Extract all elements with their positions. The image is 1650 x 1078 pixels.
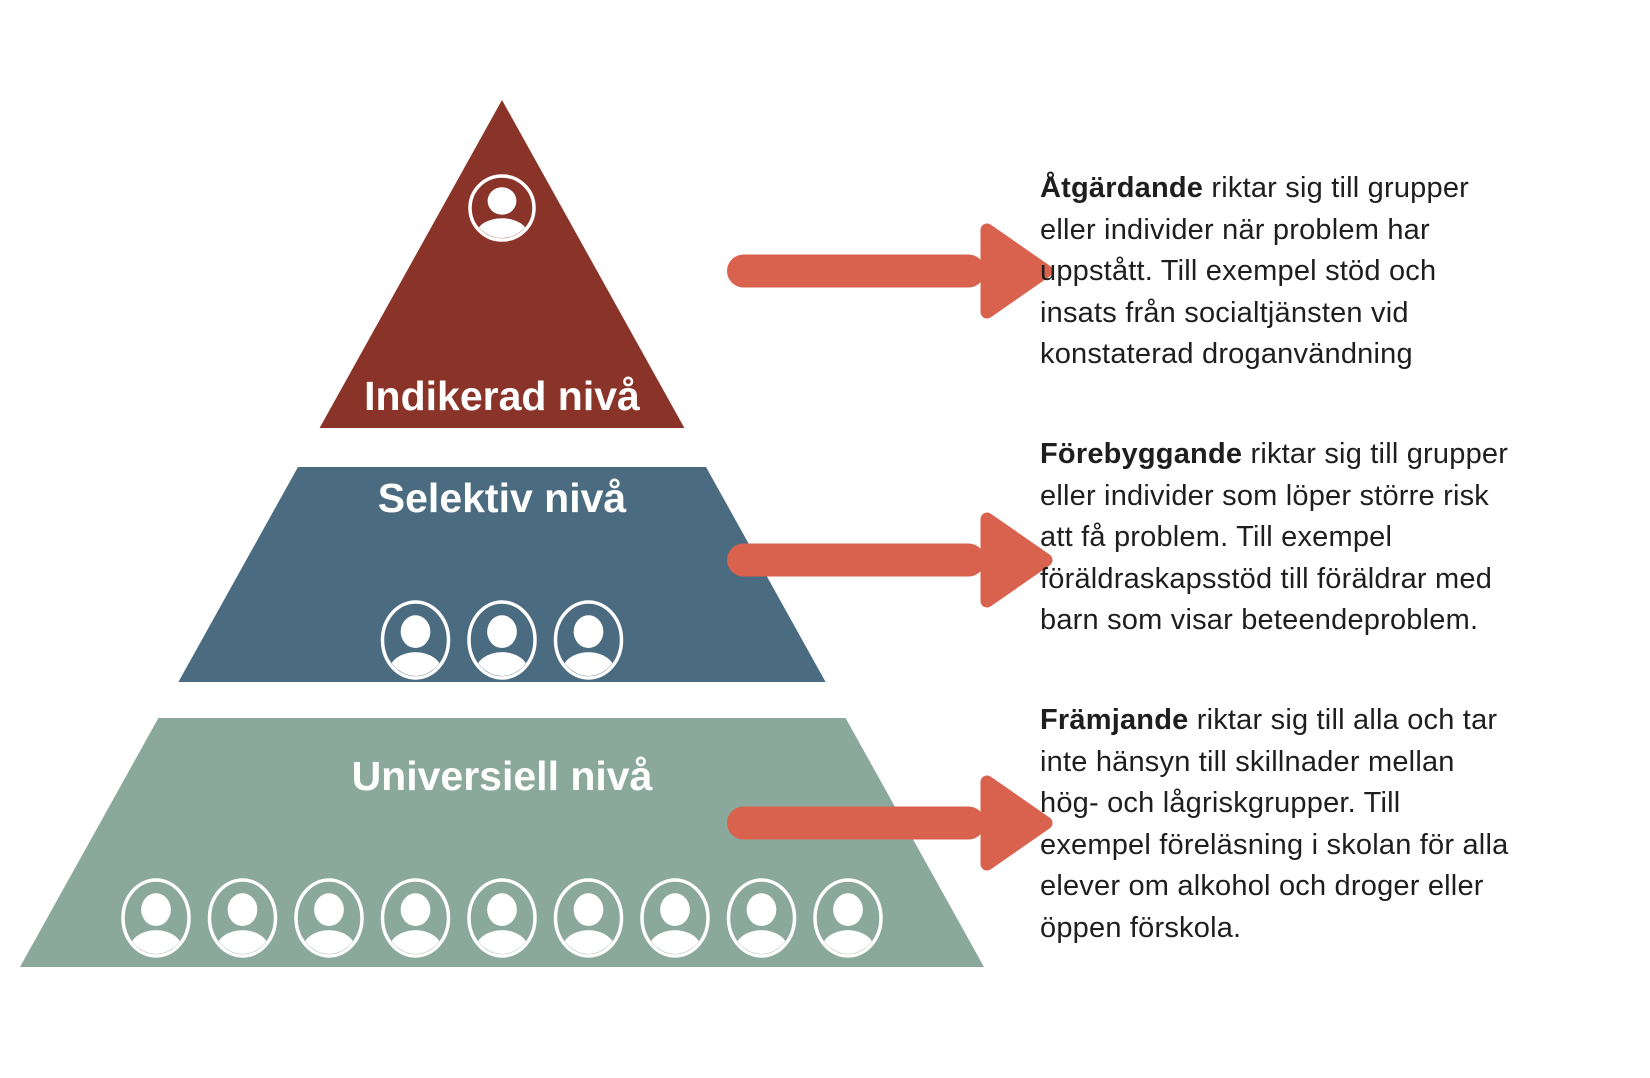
description-universell: Främjande riktar sig till alla och tar in… (1040, 700, 1570, 949)
description-line: inte hänsyn till skillnader mellan (1040, 745, 1455, 778)
description-line: att få problem. Till exempel (1040, 521, 1393, 553)
pyramid-level-selektiv (178, 467, 826, 682)
description-line: exempel föreläsning i skolan för alla (1040, 828, 1509, 861)
person-icon-row-indikerad (468, 174, 536, 242)
description-line: elever om alkohol och droger eller (1040, 870, 1484, 902)
level-label-selektiv: Selektiv nivå (378, 475, 627, 521)
person-icon (380, 600, 451, 680)
level-label-indikerad: Indikerad nivå (364, 373, 640, 419)
person-icon (640, 878, 710, 958)
description-line: öppen förskola. (1040, 911, 1242, 944)
description-line: eller individer när problem har (1040, 213, 1430, 246)
description-line: Främjande riktar sig till alla och tar (1040, 704, 1498, 736)
pyramid-level-universell (20, 718, 984, 967)
person-icon-row-selektiv (380, 600, 624, 680)
arrow-icon (727, 223, 1053, 319)
person-icon (121, 878, 191, 958)
person-icon (468, 174, 536, 242)
description-line: barn som visar beteendeproblem. (1040, 604, 1479, 636)
pyramid-diagram: Indikerad nivå Selektiv nivå Universiell… (20, 100, 1053, 967)
description-line: eller individer som löper större risk (1040, 479, 1489, 512)
person-icon (467, 878, 537, 958)
description-lead: Främjande (1040, 704, 1189, 736)
description-lead: Åtgärdande (1040, 172, 1204, 204)
description-line: uppstått. Till exempel stöd och (1040, 255, 1437, 287)
description-line: insats från socialtjänsten vid (1040, 296, 1409, 329)
person-icon (813, 878, 883, 958)
pyramid-level-indikerad (319, 100, 685, 428)
description-lead: Förebyggande (1040, 438, 1243, 470)
description-indikerad: Åtgärdande riktar sig till grupper eller … (1040, 168, 1570, 376)
person-icon (726, 878, 797, 958)
person-icon (207, 878, 278, 958)
description-selektiv: Förebyggande riktar sig till grupper elle… (1040, 434, 1570, 642)
person-icon (467, 600, 537, 680)
description-line: konstaterad droganvändning (1040, 338, 1413, 370)
description-line: Förebyggande riktar sig till grupper (1040, 438, 1509, 470)
arrow-icon (727, 512, 1053, 608)
person-icon-row-universell (121, 878, 883, 958)
level-label-universell: Universiell nivå (352, 753, 653, 799)
description-line: hög- och lågriskgrupper. Till (1040, 787, 1401, 819)
description-line: Åtgärdande riktar sig till grupper (1040, 172, 1470, 204)
person-icon (553, 878, 624, 958)
person-icon (380, 878, 451, 958)
person-icon (294, 878, 364, 958)
arrow-icon (727, 775, 1053, 871)
person-icon (553, 600, 624, 680)
description-line: föräldraskapsstöd till föräldrar med (1040, 562, 1493, 595)
